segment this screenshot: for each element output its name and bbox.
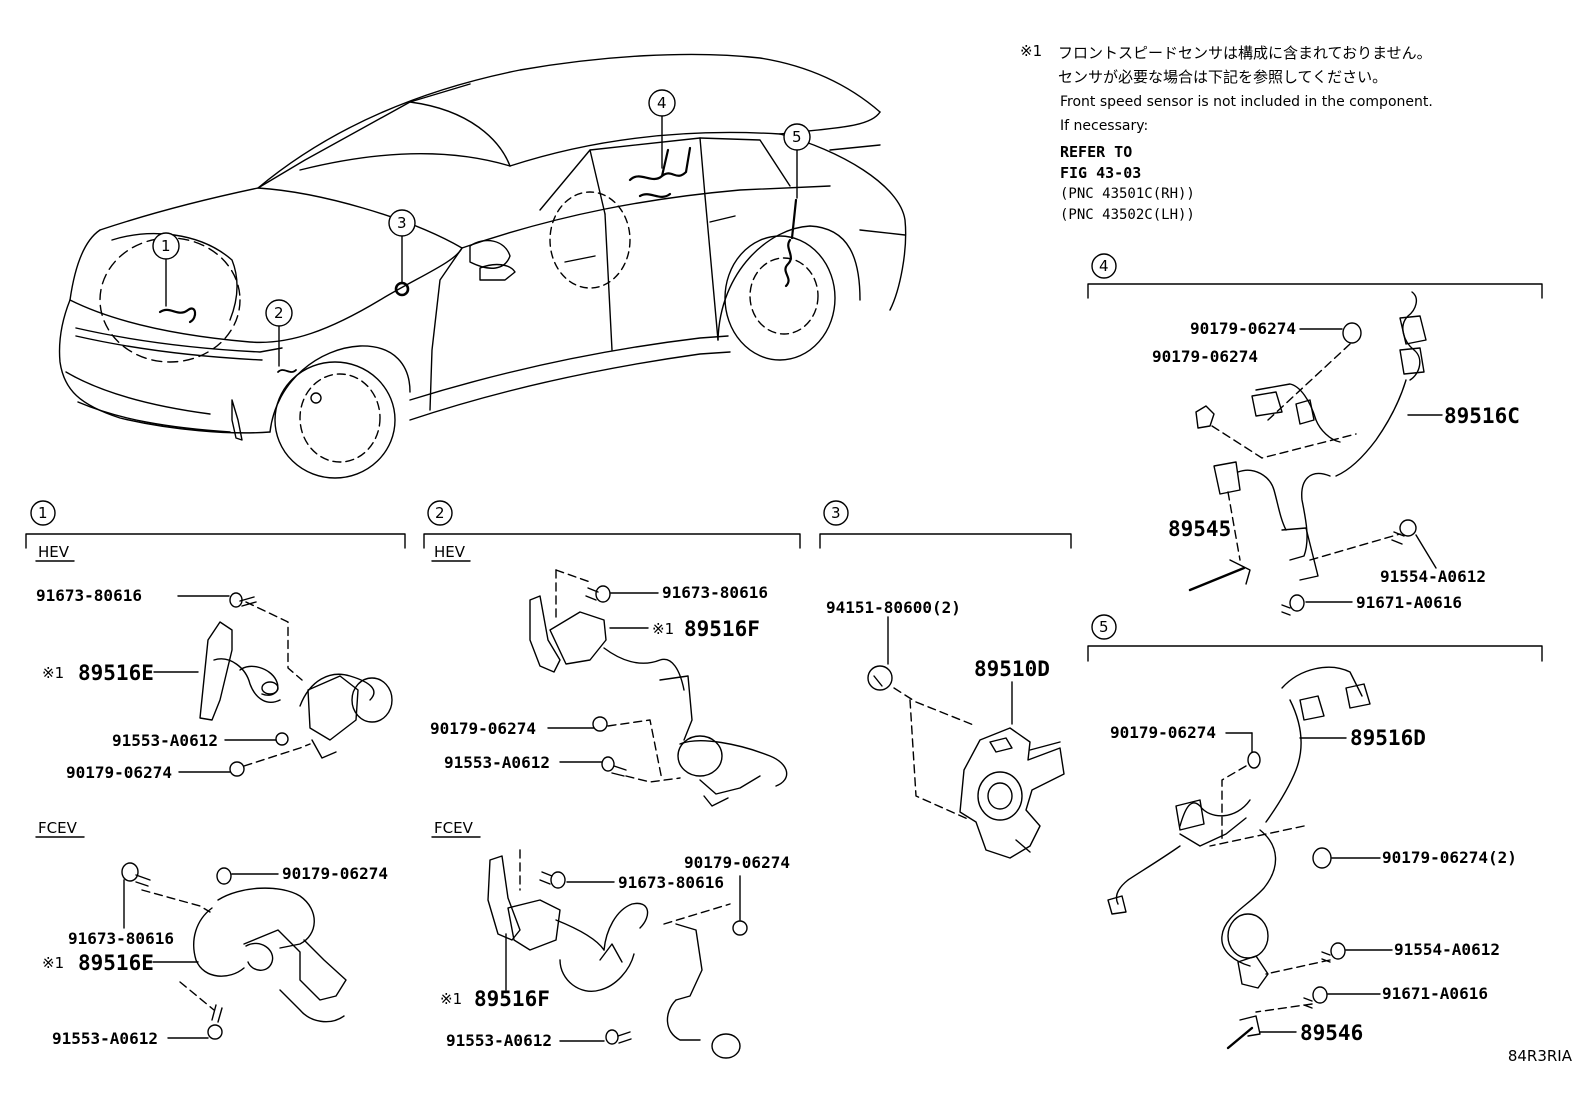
section-2: 2 HEV 91673-80616 ※1 89516F	[423, 500, 801, 1059]
s1-hev-sensor-drawing	[199, 592, 393, 777]
s1-hev-part-1: 91673-80616	[36, 586, 142, 605]
vehicle-overview-drawing: 1 2 3 4 5	[58, 53, 907, 479]
note-jp-line-2: センサが必要な場合は下記を参照してください。	[1058, 68, 1388, 86]
s2-hev-part-3: 90179-06274	[430, 719, 536, 738]
section-3: 3 94151-80600(2) 89510D	[819, 500, 1072, 859]
s1-fcev-part-3: 89516E	[78, 951, 154, 975]
s5-part-2: 89516D	[1350, 726, 1426, 750]
note-en-line-1: Front speed sensor is not included in th…	[1060, 94, 1433, 110]
s4-part-5: 91554-A0612	[1380, 567, 1486, 586]
s5-part-4: 91554-A0612	[1394, 940, 1500, 959]
illustration-code: 84R3RIA	[1507, 1047, 1572, 1065]
s1-fcev-part-2: 91673-80616	[68, 929, 174, 948]
car-callout-5: 5	[792, 128, 802, 146]
s1-fcev-label: FCEV	[38, 819, 78, 837]
s2-fcev-note-mark: ※1	[440, 990, 462, 1008]
s2-hev-part-2: 89516F	[684, 617, 760, 641]
note-pnc-lh: (PNC 43502C(LH))	[1060, 207, 1195, 223]
s2-hev-part-4: 91553-A0612	[444, 753, 550, 772]
s2-fcev-part-4: 91553-A0612	[446, 1031, 552, 1050]
s1-hev-part-4: 90179-06274	[66, 763, 172, 782]
s3-yaw-sensor-drawing	[867, 665, 1065, 859]
section-5: 5	[1087, 614, 1543, 1050]
section-1: 1 HEV 91673-80616 ※1 89516E 91553-A0612	[25, 500, 406, 1048]
s4-part-3: 89516C	[1444, 404, 1520, 428]
s1-fcev-sensor-drawing	[121, 862, 347, 1040]
s5-harness-drawing	[1107, 666, 1371, 1050]
car-callout-2: 2	[274, 304, 284, 322]
car-callout-3: 3	[397, 214, 407, 232]
s4-part-4: 89545	[1168, 517, 1231, 541]
s2-hev-label: HEV	[434, 543, 466, 561]
s2-fcev-part-1: 90179-06274	[684, 853, 790, 872]
note-pnc-rh: (PNC 43501C(RH))	[1060, 186, 1195, 202]
section-3-number: 3	[831, 504, 841, 522]
section-5-number: 5	[1099, 618, 1109, 636]
section-2-number: 2	[435, 504, 445, 522]
s2-fcev-part-3: 89516F	[474, 987, 550, 1011]
s5-part-3: 90179-06274(2)	[1382, 848, 1517, 867]
s4-part-1: 90179-06274	[1190, 319, 1296, 338]
s5-part-1: 90179-06274	[1110, 723, 1216, 742]
s3-part-1: 94151-80600(2)	[826, 598, 961, 617]
car-callout-1: 1	[161, 237, 171, 255]
note-jp-line-1: フロントスピードセンサは構成に含まれておりません。	[1058, 44, 1432, 62]
s2-fcev-part-2: 91673-80616	[618, 873, 724, 892]
section-4: 4 90179-	[1087, 253, 1543, 616]
s2-hev-sensor-drawing	[529, 585, 788, 807]
s1-fcev-part-4: 91553-A0612	[52, 1029, 158, 1048]
s4-part-2: 90179-06274	[1152, 347, 1258, 366]
s2-fcev-label: FCEV	[434, 819, 474, 837]
section-1-number: 1	[38, 504, 48, 522]
s5-part-5: 91671-A0616	[1382, 984, 1488, 1003]
note-en-line-2: If necessary:	[1060, 118, 1149, 134]
s3-part-2: 89510D	[974, 657, 1050, 681]
s2-hev-part-1: 91673-80616	[662, 583, 768, 602]
section-4-number: 4	[1099, 257, 1109, 275]
s1-hev-label: HEV	[38, 543, 70, 561]
s1-hev-part-2: 89516E	[78, 661, 154, 685]
s2-fcev-sensor-drawing	[487, 855, 748, 1059]
s1-hev-part-3: 91553-A0612	[112, 731, 218, 750]
note-mark: ※1	[1020, 42, 1043, 60]
car-callout-4: 4	[657, 94, 667, 112]
s1-fcev-note-mark: ※1	[42, 954, 64, 972]
s4-part-6: 91671-A0616	[1356, 593, 1462, 612]
s1-hev-note-mark: ※1	[42, 664, 64, 682]
s1-fcev-part-1: 90179-06274	[282, 864, 388, 883]
note-refer-to: REFER TO	[1060, 143, 1133, 161]
note-fig-ref: FIG 43-03	[1060, 164, 1142, 182]
s2-hev-note-mark: ※1	[652, 620, 674, 638]
s5-part-6: 89546	[1300, 1021, 1363, 1045]
